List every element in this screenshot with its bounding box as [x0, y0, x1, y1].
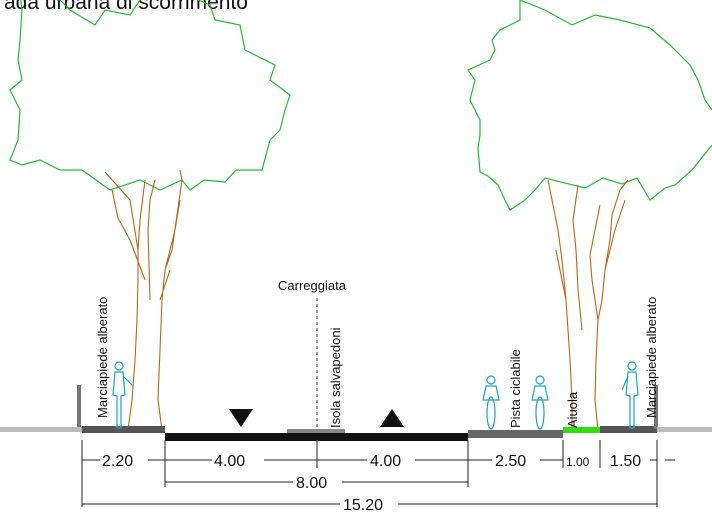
dim-2-20: 2.20: [102, 453, 133, 470]
dim-15-20: 15.20: [343, 497, 383, 514]
aiuola-label: Aiuola: [565, 391, 580, 428]
tree-left-canopy: [9, 0, 291, 191]
ground-line-left: [0, 427, 82, 432]
island-top: [287, 429, 345, 433]
bike-lane: [468, 430, 563, 438]
cyclist-right-icon: [531, 375, 549, 430]
dim-4-00-right: 4.00: [370, 453, 401, 470]
direction-arrow-down: [229, 409, 253, 427]
direction-arrow-up: [380, 409, 404, 427]
dim-1-50: 1.50: [610, 453, 641, 470]
dim-1-00: 1.00: [566, 455, 590, 469]
dim-4-00-left: 4.00: [214, 453, 245, 470]
curb-left-post: [77, 385, 81, 429]
isola-label: Isola salvapedoni: [328, 327, 343, 428]
marciapiede-right-label: Marciapiede alberato: [644, 297, 659, 418]
ground-section: [0, 385, 712, 441]
tree-right-canopy: [467, 0, 712, 211]
pedestrian-left-icon: [112, 361, 134, 429]
carreggiata-label: Carreggiata: [278, 278, 347, 293]
tree-right: [467, 0, 712, 431]
sidewalk-right: [600, 426, 657, 433]
pista-label: Pista ciclabile: [508, 349, 523, 428]
road-carriageway: [165, 433, 468, 441]
dim-2-50: 2.50: [495, 453, 526, 470]
aiuola-strip: [563, 427, 600, 433]
tree-left-trunk: [104, 169, 183, 431]
sidewalk-left: [82, 426, 165, 433]
cyclist-left-icon: [482, 375, 500, 430]
dim-8-00: 8.00: [296, 475, 327, 492]
marciapiede-left-label: Marciapiede alberato: [95, 297, 110, 418]
pedestrian-right-icon: [621, 361, 639, 429]
dimension-lines: [81, 440, 675, 507]
tree-left: [9, 0, 291, 431]
tree-right-trunk: [547, 179, 629, 431]
curb-right-post: [654, 385, 658, 429]
ground-line-right: [657, 427, 712, 432]
title: ada urbana di scorrimento: [4, 0, 248, 14]
